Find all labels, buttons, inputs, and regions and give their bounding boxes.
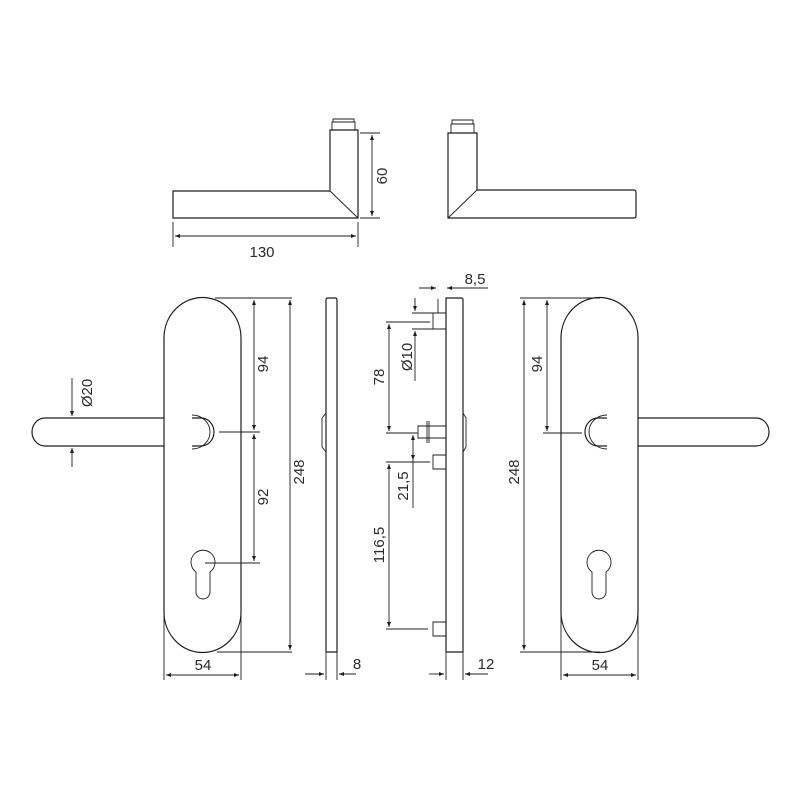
- plate-front-right: 248 94 54: [506, 296, 770, 680]
- dim-label-54-left: 54: [195, 657, 212, 674]
- dimension-8: 8: [305, 656, 361, 676]
- dim-label-8: 8: [353, 656, 361, 673]
- dimension-248-left: 248: [288, 300, 308, 650]
- dimension-92: 92: [252, 434, 272, 561]
- plate-front-left: Ø20 94 92 248 54: [31, 296, 308, 680]
- dim-label-130: 130: [249, 244, 274, 261]
- lever-side-view-right: [447, 119, 637, 219]
- plate-side-right: 8,5 Ø10 78 21,5 116,5 12: [371, 271, 494, 680]
- dim-label-248-right: 248: [506, 459, 523, 484]
- dimension-8-5: 8,5: [419, 271, 488, 290]
- dim-label-21-5: 21,5: [395, 471, 412, 500]
- dim-label-248-left: 248: [291, 459, 308, 484]
- dim-label-92: 92: [255, 489, 272, 506]
- dimension-54-left: 54: [163, 614, 242, 680]
- dimension-diameter-20: Ø20: [70, 378, 96, 467]
- dimension-130: 130: [172, 222, 359, 261]
- dim-label-diameter-10: Ø10: [399, 343, 416, 371]
- dimension-78: 78: [371, 324, 391, 431]
- dim-label-60: 60: [374, 168, 391, 185]
- dim-label-8-5: 8,5: [465, 271, 486, 288]
- dim-label-12: 12: [478, 656, 495, 673]
- dim-label-diameter-20: Ø20: [79, 379, 96, 407]
- dimension-54-right: 54: [560, 614, 639, 680]
- lever-side-view-left: 60 130: [172, 118, 391, 261]
- dimension-12: 12: [429, 656, 495, 676]
- plate-side-left: 8: [305, 297, 361, 680]
- dimension-116-5: 116,5: [371, 464, 391, 627]
- dim-label-54-right: 54: [592, 657, 609, 674]
- dim-label-94-right: 94: [529, 356, 546, 373]
- dimension-diameter-10: Ø10: [399, 298, 433, 381]
- dim-label-116-5: 116,5: [371, 527, 388, 563]
- dim-label-94: 94: [255, 356, 272, 373]
- dim-label-78: 78: [371, 369, 388, 386]
- dimension-94: 94: [252, 300, 272, 430]
- dimension-60: 60: [360, 132, 391, 219]
- dimension-94-right: 94: [529, 300, 549, 431]
- dimension-248-right: 248: [506, 300, 526, 650]
- dimension-21-5: 21,5: [395, 435, 415, 508]
